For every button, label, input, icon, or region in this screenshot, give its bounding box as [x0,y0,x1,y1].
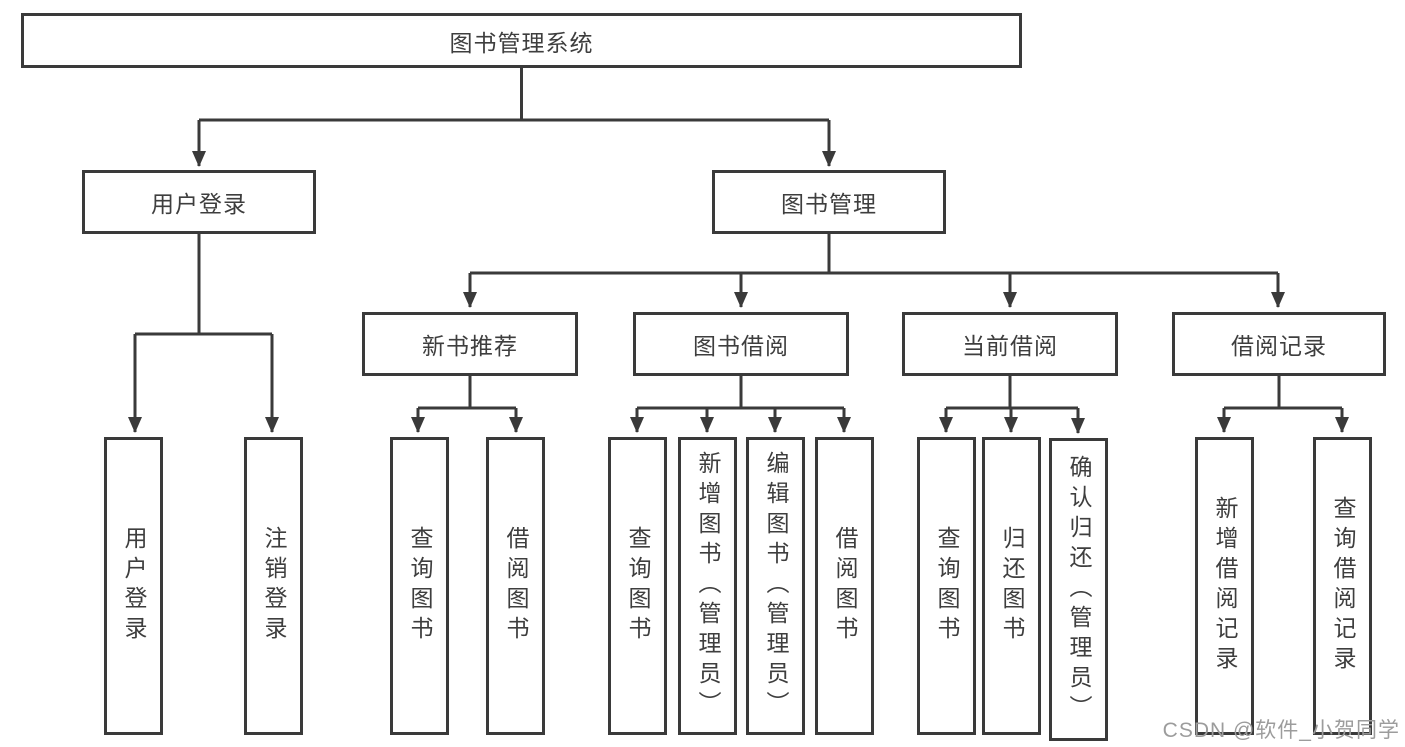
node-book-borrow: 图书借阅 [633,312,849,376]
node-user-login: 用户登录 [82,170,316,234]
csdn-watermark: CSDN @软件_小贺同学 [1162,719,1400,742]
leaf-add-borrow-record: 新增借阅记录 [1195,437,1254,735]
leaf-query-books-borrow: 查询图书 [608,437,667,735]
leaf-confirm-return-admin: 确认归还（管理员） [1049,438,1108,741]
leaf-add-books-admin: 新增图书（管理员） [678,437,737,735]
leaf-edit-books-admin: 编辑图书（管理员） [746,437,805,735]
leaf-return-books: 归还图书 [982,437,1041,735]
node-borrow-record: 借阅记录 [1172,312,1386,376]
node-book-management: 图书管理 [712,170,946,234]
leaf-user-login: 用户登录 [104,437,163,735]
node-new-book-recommend: 新书推荐 [362,312,578,376]
leaf-borrow-books-recommend: 借阅图书 [486,437,545,735]
leaf-query-books-recommend: 查询图书 [390,437,449,735]
leaf-query-borrow-record: 查询借阅记录 [1313,437,1372,735]
leaf-logout: 注销登录 [244,437,303,735]
leaf-query-books-current: 查询图书 [917,437,976,735]
node-root-system: 图书管理系统 [21,13,1022,68]
node-current-borrow: 当前借阅 [902,312,1118,376]
leaf-borrow-books: 借阅图书 [815,437,874,735]
